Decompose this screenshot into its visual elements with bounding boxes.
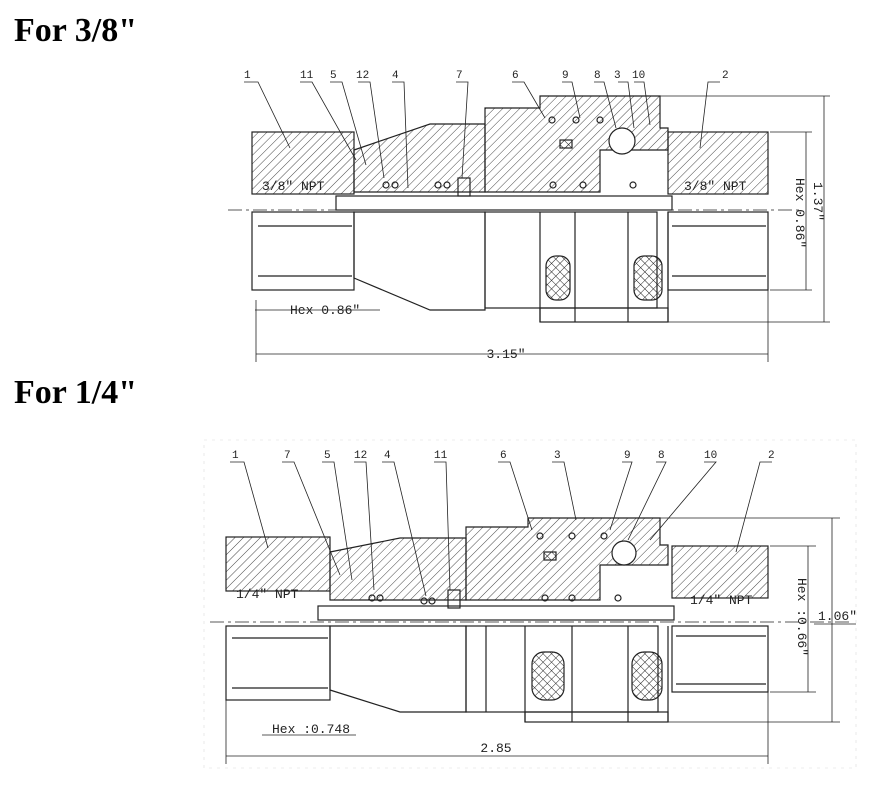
right-hex-nut (667, 131, 769, 291)
part-number: 10 (704, 450, 717, 462)
heading-1-4: For 1/4" (14, 374, 138, 411)
part-number: 4 (384, 450, 391, 462)
o-rings-3-8 (382, 116, 637, 197)
part-number: 5 (330, 70, 337, 82)
part-number: 2 (722, 70, 729, 82)
dimensions-3-8 (255, 95, 830, 362)
part-number: 6 (512, 70, 519, 82)
part-number: 7 (284, 450, 291, 462)
part-number: 11 (300, 70, 314, 82)
drawing-3-8 (228, 81, 830, 362)
part-number: 8 (658, 450, 665, 462)
hex-left-label: Hex 0.86″ (290, 303, 360, 318)
part-number: 9 (562, 70, 569, 82)
knurl-patch-left (531, 651, 565, 701)
part-labels-3-8: 1 11 5 12 4 7 6 9 8 3 10 2 (244, 70, 729, 82)
length-label: 2.85 (480, 741, 511, 756)
part-number: 5 (324, 450, 331, 462)
tapered-body (353, 123, 486, 311)
thread-right-label: 1/4″ NPT (690, 593, 753, 608)
part-number: 4 (392, 70, 399, 82)
leader-lines-1-4 (230, 461, 772, 597)
drawing-1-4 (203, 439, 857, 769)
hex-right-label: Hex :0.66″ (794, 578, 809, 656)
knurl-patch-left (545, 255, 571, 301)
part-number: 8 (594, 70, 601, 82)
length-label: 3.15″ (486, 347, 525, 362)
part-number: 11 (434, 450, 448, 462)
part-number: 1 (244, 70, 251, 82)
dimensions-1-4 (225, 517, 856, 764)
part-number: 6 (500, 450, 507, 462)
part-number: 1 (232, 450, 239, 462)
part-number: 2 (768, 450, 775, 462)
part-number: 12 (354, 450, 367, 462)
part-number: 7 (456, 70, 463, 82)
central-body (484, 95, 669, 323)
hex-right-label: Hex 0.86″ (792, 178, 807, 248)
left-hex-nut (225, 536, 331, 701)
height-label: 1.06″ (818, 609, 857, 624)
height-label: 1.37″ (810, 182, 825, 221)
leader-lines-3-8 (244, 81, 720, 189)
thread-left-label: 1/4″ NPT (236, 587, 299, 602)
part-number: 9 (624, 450, 631, 462)
tapered-body (329, 537, 467, 713)
part-number: 10 (632, 70, 645, 82)
knurl-patch-right (633, 255, 663, 301)
part-number: 12 (356, 70, 369, 82)
hex-left-label: Hex :0.748 (272, 722, 350, 737)
locking-ball (611, 540, 637, 566)
thread-right-label: 3/8″ NPT (684, 179, 747, 194)
o-rings-1-4 (368, 532, 622, 609)
locking-ball (608, 127, 636, 155)
right-hex-nut (671, 545, 769, 693)
part-number: 3 (554, 450, 561, 462)
left-hex-nut (251, 131, 355, 291)
part-labels-1-4: 1 7 5 12 4 11 6 3 9 8 10 2 (232, 450, 775, 462)
thread-left-label: 3/8″ NPT (262, 179, 325, 194)
part-number: 3 (614, 70, 621, 82)
knurl-patch-right (631, 651, 663, 701)
heading-3-8: For 3/8" (14, 12, 138, 49)
